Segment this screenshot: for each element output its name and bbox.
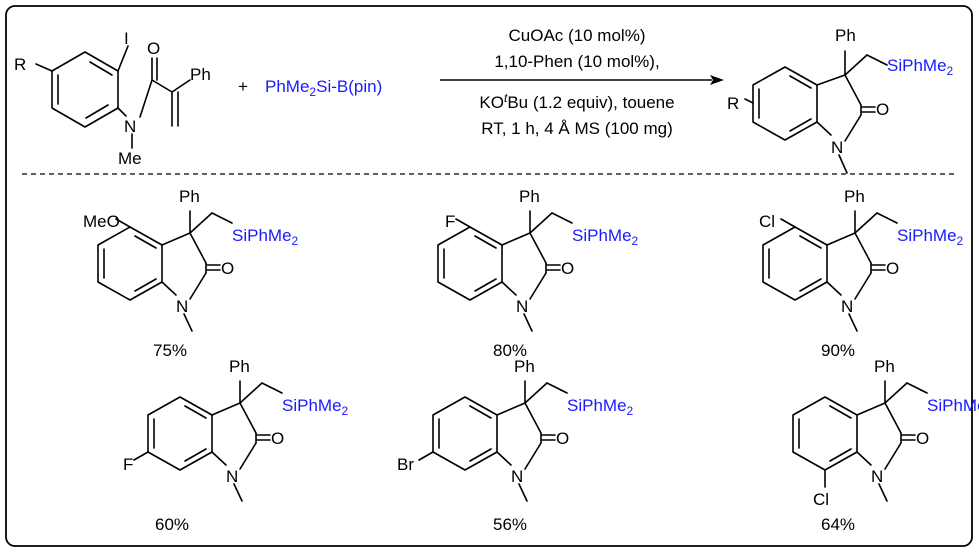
yield-label: 90% xyxy=(821,341,855,360)
condition-line-2: 1,10-Phen (10 mol%), xyxy=(494,52,659,71)
examples-grid: NOPhSiPhMe2MeO75%NOPhSiPhMe2F80%NOPhSiPh… xyxy=(83,187,979,534)
example-substituent: Cl xyxy=(759,212,775,231)
example-n-label: N xyxy=(516,297,528,316)
example-o-label: O xyxy=(271,429,284,448)
example-ph-label: Ph xyxy=(519,187,540,206)
example-silyl-label: SiPhMe2 xyxy=(897,226,964,248)
condition-line-4: RT, 1 h, 4 Å MS (100 mg) xyxy=(481,119,672,138)
phenyl-label: Ph xyxy=(190,65,211,84)
example-o-label: O xyxy=(916,429,929,448)
example-substituent: F xyxy=(445,212,455,231)
example-silyl-label: SiPhMe2 xyxy=(572,226,639,248)
example-ph-label: Ph xyxy=(874,357,895,376)
arrow-head xyxy=(710,75,724,85)
example-silyl-label: SiPhMe2 xyxy=(567,396,634,418)
example-n-label: N xyxy=(841,297,853,316)
condition-line-3: KOtBu (1.2 equiv), touene xyxy=(479,91,674,112)
example-substituent: Br xyxy=(397,455,414,474)
example-ph-label: Ph xyxy=(179,187,200,206)
example-o-label: O xyxy=(561,259,574,278)
example-substituent: F xyxy=(123,455,133,474)
nitrogen-label: N xyxy=(124,117,136,136)
yield-label: 80% xyxy=(493,341,527,360)
yield-label: 60% xyxy=(155,515,189,534)
example-substituent: Cl xyxy=(813,490,829,509)
example-ph-label: Ph xyxy=(229,357,250,376)
example-n-label: N xyxy=(511,467,523,486)
yield-label: 64% xyxy=(821,515,855,534)
product-o-label: O xyxy=(876,100,889,119)
oxygen-label: O xyxy=(147,39,160,58)
product-silyl-label: SiPhMe2 xyxy=(887,56,954,78)
example-silyl-label: SiPhMe2 xyxy=(927,396,979,418)
product-oxindole: N O Ph SiPhMe2 R xyxy=(727,26,954,174)
reactant-acrylamide: I R N Me O Ph xyxy=(14,29,211,168)
yield-label: 75% xyxy=(153,341,187,360)
example-o-label: O xyxy=(556,429,569,448)
iodo-label: I xyxy=(124,29,129,48)
example-n-label: N xyxy=(176,297,188,316)
product-ph-label: Ph xyxy=(835,26,856,45)
example-n-label: N xyxy=(871,467,883,486)
methyl-label: Me xyxy=(118,149,142,168)
example-n-label: N xyxy=(226,467,238,486)
example-substituent: MeO xyxy=(83,212,120,231)
yield-label: 56% xyxy=(493,515,527,534)
product-r-label: R xyxy=(727,94,739,113)
example-o-label: O xyxy=(221,259,234,278)
example-o-label: O xyxy=(886,259,899,278)
example-ph-label: Ph xyxy=(844,187,865,206)
frame-border xyxy=(5,5,973,547)
condition-line-1: CuOAc (10 mol%) xyxy=(509,26,646,45)
example-silyl-label: SiPhMe2 xyxy=(282,396,349,418)
r-group-label: R xyxy=(14,55,26,74)
silylboronate-reagent: PhMe2Si-B(pin) xyxy=(265,77,382,99)
product-n-label: N xyxy=(831,138,843,157)
example-ph-label: Ph xyxy=(514,357,535,376)
example-silyl-label: SiPhMe2 xyxy=(232,226,299,248)
plus-sign: + xyxy=(238,77,248,96)
